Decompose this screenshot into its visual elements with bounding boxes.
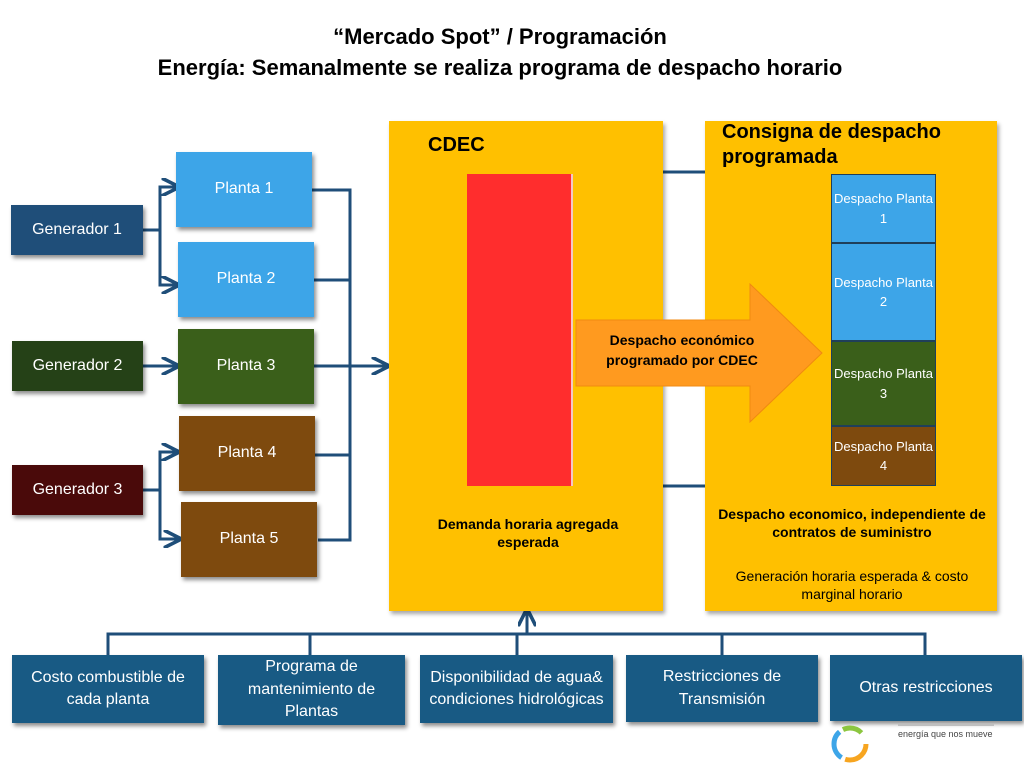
generator-3: Generador 3 bbox=[12, 465, 143, 515]
plant-4: Planta 4 bbox=[179, 416, 315, 491]
gen1-planta2-connector bbox=[158, 230, 176, 285]
demand-bar bbox=[467, 174, 573, 486]
plant-5: Planta 5 bbox=[181, 502, 317, 577]
gen1-planta1-connector bbox=[143, 187, 176, 232]
input-fuel-cost: Costo combustible de cada planta bbox=[12, 655, 204, 723]
page-subtitle: Energía: Semanalmente se realiza program… bbox=[157, 55, 843, 80]
input-other-restrictions: Otras restricciones bbox=[830, 655, 1022, 721]
input-maintenance-program: Programa de mantenimiento de Plantas bbox=[218, 655, 405, 725]
dispatch-plant-3: Despacho Planta 3 bbox=[831, 341, 936, 426]
demand-label: Demanda horaria agregada esperada bbox=[437, 516, 619, 551]
page-title: “Mercado Spot” / Programación bbox=[333, 24, 667, 49]
consigna-title: Consigna de despacho programada bbox=[722, 121, 941, 168]
consigna-caption: Generación horaria esperada & costo marg… bbox=[735, 568, 969, 603]
dispatch-plant-1: Despacho Planta 1 bbox=[831, 174, 936, 243]
generator-2: Generador 2 bbox=[12, 341, 143, 391]
plant-1: Planta 1 bbox=[176, 152, 312, 227]
consigna-caption-bold: Despacho economico, independiente de con… bbox=[718, 506, 986, 541]
company-logo-icon bbox=[831, 725, 869, 763]
plant-3: Planta 3 bbox=[178, 329, 314, 404]
economic-dispatch-arrow bbox=[575, 282, 823, 424]
plant-2: Planta 2 bbox=[178, 242, 314, 317]
input-transmission-restrictions: Restricciones de Transmisión bbox=[626, 655, 818, 722]
logo-tagline: energía que nos mueve bbox=[898, 729, 993, 739]
cdec-title: CDEC bbox=[428, 134, 485, 156]
dispatch-plant-2: Despacho Planta 2 bbox=[831, 243, 936, 341]
gen3-planta4-connector bbox=[143, 452, 176, 492]
input-water-availability: Disponibilidad de agua& condiciones hidr… bbox=[420, 655, 613, 723]
logo-rule bbox=[898, 724, 994, 726]
generator-1: Generador 1 bbox=[11, 205, 143, 255]
economic-dispatch-label: Despacho económico programado por CDEC bbox=[606, 332, 758, 369]
gen3-planta5-connector bbox=[158, 490, 178, 539]
dispatch-plant-4: Despacho Planta 4 bbox=[831, 426, 936, 486]
